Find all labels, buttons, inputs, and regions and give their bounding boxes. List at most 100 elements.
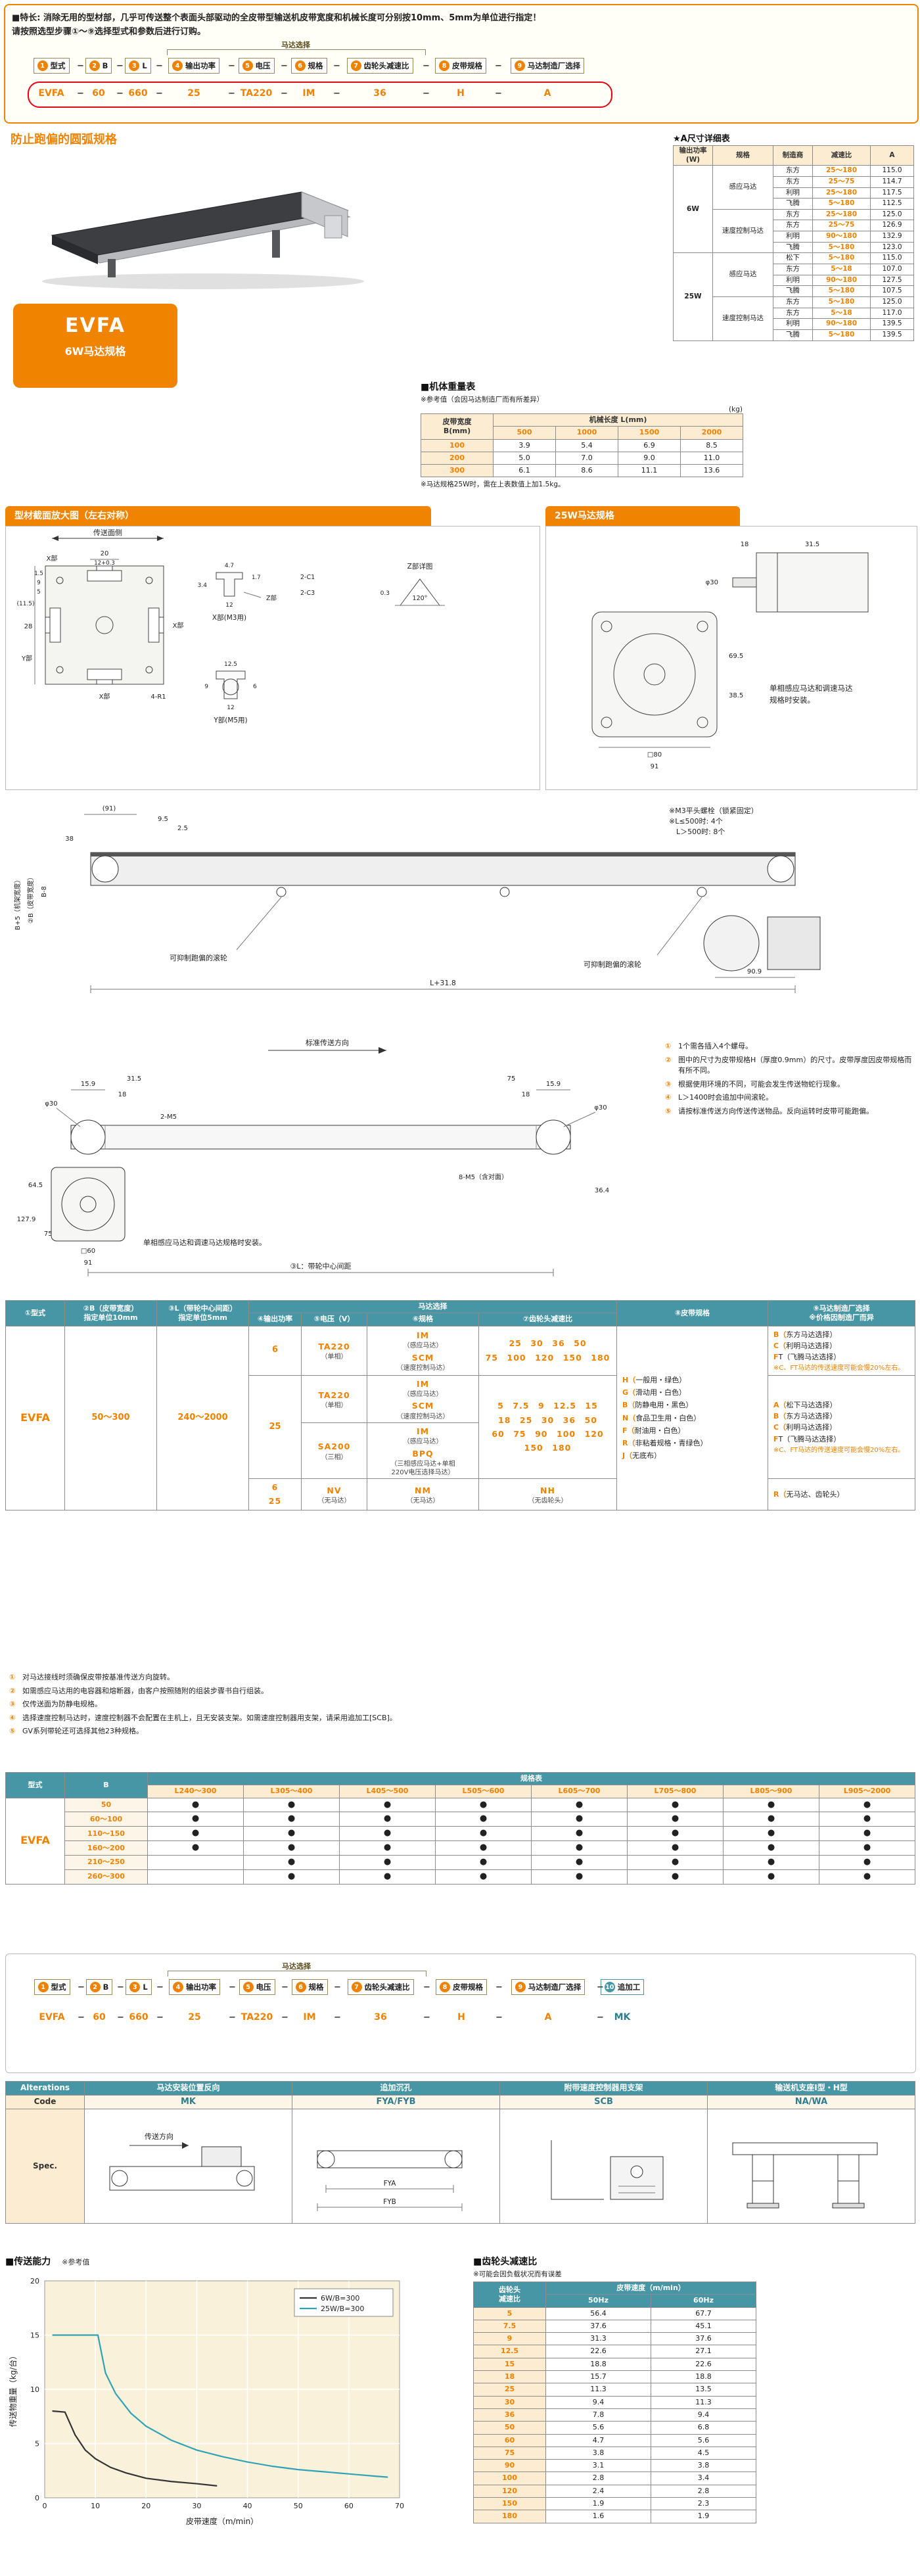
- step-box: 4 输出功率: [169, 1979, 220, 1995]
- dash: −: [423, 60, 430, 71]
- photo-shadow: [42, 273, 364, 289]
- table-cell: ●: [147, 1812, 244, 1827]
- step-number-icon: 6: [294, 60, 306, 71]
- dash: −: [495, 1982, 503, 1992]
- order-example-item: − 36: [334, 2008, 425, 2026]
- capacity-note: ※参考值: [62, 2258, 90, 2266]
- svg-text:X部: X部: [173, 621, 184, 630]
- step-number-icon: 5: [242, 1982, 254, 1992]
- note-line: ① 对马达接线时须确保皮带按基准传送方向旋转。: [9, 1672, 903, 1683]
- table-cell: ⑦齿轮头减速比: [478, 1313, 617, 1326]
- order-code-area: 马达选择 − 1 型式 − 2: [13, 39, 907, 118]
- cell-line: NM: [415, 1485, 431, 1495]
- example-value: A: [543, 88, 551, 99]
- table-cell: ●: [627, 1869, 724, 1885]
- cell-line: R（非粘着规格・青绿色）: [622, 1439, 708, 1448]
- step-label: 追加工: [617, 1982, 641, 1992]
- table-cell: ●: [627, 1826, 724, 1842]
- motor-select-bracket: [167, 49, 426, 55]
- table-cell: 127.5: [870, 274, 914, 287]
- step-box: 4 输出功率: [168, 58, 219, 74]
- step-box: 1 型式: [34, 1979, 70, 1995]
- table-cell: 东方: [773, 165, 813, 177]
- step-number-icon: 10: [604, 1982, 615, 1992]
- cell-line: SA200: [317, 1441, 351, 1452]
- table-cell: ●: [339, 1797, 436, 1813]
- table-cell: ●: [243, 1869, 340, 1885]
- y-detail: 12.5 9 12 6 Y部(M5用): [204, 661, 257, 724]
- order-steps-row-2: − 1 型式 − 2 B: [24, 1978, 646, 1996]
- cell-line: （无马达）: [406, 1497, 440, 1505]
- order-step: − 6 规格: [281, 57, 335, 75]
- note-line: ③ 仅传送面为防静电规格。: [9, 1699, 903, 1710]
- cell-line: （三相）: [321, 1453, 348, 1461]
- table-row: SA200（三相）IM（感应马达）BPQ（三相感应马达+单相 220V电压选择马…: [6, 1422, 915, 1480]
- order-step: − 6 规格: [281, 1978, 336, 1996]
- cell-line: （三相感应马达+单相 220V电压选择马达）: [390, 1461, 455, 1476]
- step-number-icon: 4: [173, 1982, 183, 1992]
- table-cell: ●: [531, 1855, 628, 1871]
- step-number-icon: 3: [129, 60, 140, 71]
- table-cell: ●: [723, 1812, 819, 1827]
- table-cell: 114.7: [870, 176, 914, 188]
- table-cell: L605～700: [531, 1785, 628, 1798]
- note-number: ④: [9, 1713, 16, 1722]
- svg-text:B+5（机架宽度）: B+5（机架宽度）: [13, 876, 22, 930]
- order-example-item: − 660: [117, 2008, 158, 2026]
- dash: −: [156, 60, 163, 71]
- example-value: 660: [129, 2012, 149, 2023]
- table-cell: 50Hz: [545, 2294, 651, 2308]
- dash: −: [229, 2012, 236, 2023]
- alteration-code: SCB: [499, 2094, 708, 2110]
- table-cell: SA200（三相）: [301, 1422, 367, 1480]
- order-step: − 10 追加工: [597, 1978, 646, 1996]
- svg-text:0.3: 0.3: [380, 590, 390, 597]
- table-cell: 90～180: [812, 231, 871, 243]
- alterations-table: Alterations 马达安装位置反向 追加沉孔 附带速度控制器用支架 输送机…: [5, 2081, 915, 2224]
- cell-line: IM: [416, 1426, 430, 1437]
- table-cell: ●: [339, 1840, 436, 1856]
- motor-side-view: [732, 552, 869, 613]
- svg-text:5: 5: [35, 2440, 39, 2448]
- table-cell: ●: [243, 1826, 340, 1842]
- cell-line: 25 30 36 50: [509, 1338, 587, 1349]
- callout-line: [236, 897, 282, 950]
- table-cell: 5～180: [812, 285, 871, 297]
- dash: −: [281, 2012, 288, 2023]
- dash: −: [156, 1982, 164, 1992]
- table-cell: EVFA: [5, 1325, 65, 1510]
- example-highlight-box: [28, 82, 612, 108]
- step-number-icon: 6: [295, 1982, 306, 1992]
- svg-text:皮带速度（m/min）: 皮带速度（m/min）: [186, 2516, 258, 2526]
- cell-line: NV: [327, 1485, 342, 1495]
- table-cell: 7.8: [545, 2408, 651, 2422]
- table-cell: 60Hz: [650, 2294, 757, 2308]
- table-cell: 90～180: [812, 318, 871, 330]
- table-cell: 5～180: [812, 198, 871, 210]
- table-cell: ●: [147, 1840, 244, 1856]
- order-example-item: − 25: [156, 2008, 231, 2026]
- note-line: ④ 选择速度控制马达时，速度控制器不会配置在主机上，且无安装支架。如需速度控制器…: [9, 1713, 903, 1724]
- example-value: 36: [373, 88, 386, 99]
- svg-text:Z部详图: Z部详图: [407, 562, 433, 571]
- note-text: L＞1400时会追加中间滚轮。: [678, 1093, 773, 1102]
- table-cell: ●: [627, 1840, 724, 1856]
- table-cell: 110～150: [64, 1826, 148, 1842]
- dash: −: [495, 2012, 503, 2023]
- svg-text:18: 18: [741, 541, 749, 548]
- order-step: − 8 皮带规格: [423, 1978, 497, 1996]
- table-cell: 利明: [773, 187, 813, 199]
- table-cell: ●: [243, 1812, 340, 1827]
- step-label: 规格: [308, 61, 323, 70]
- dash: −: [423, 88, 430, 99]
- step-number-icon: 1: [37, 60, 48, 71]
- table-cell: 1.9: [545, 2497, 651, 2511]
- table-cell: ●: [723, 1840, 819, 1856]
- arc-spec-title: 防止跑偏的圆弧规格: [11, 133, 117, 147]
- head-pulley: [767, 855, 794, 883]
